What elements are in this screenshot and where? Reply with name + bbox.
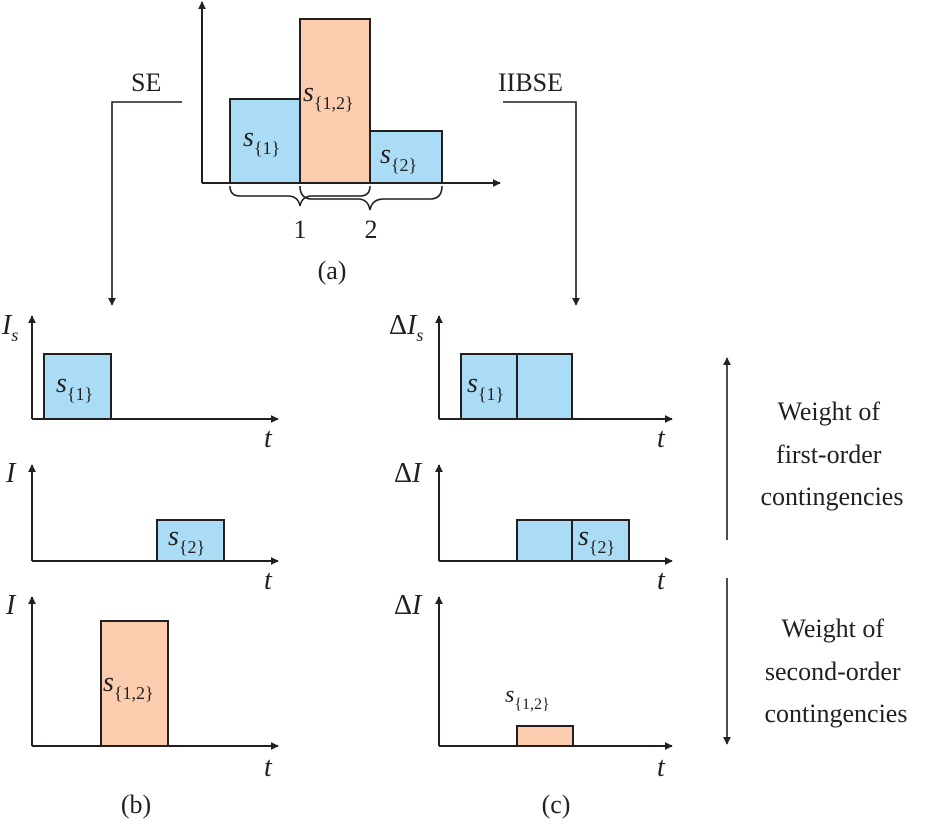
bar-c1-extension bbox=[516, 353, 573, 420]
brace-1 bbox=[229, 185, 371, 207]
first-order-weight-label: Weight of first-order contingencies bbox=[761, 397, 904, 511]
panel-a: s{1} s{1,2} s{2} 1 2 (a) bbox=[198, 1, 501, 285]
plot-c1-xlabel: t bbox=[657, 423, 666, 454]
plot-b2-xlabel: t bbox=[264, 565, 273, 596]
plot-b2-ylabel: I bbox=[5, 458, 17, 489]
bar-s12-label: s{1,2} bbox=[303, 77, 354, 113]
panel-b: Is t s{1} I t s{2} I t s{1,2} (b) bbox=[1, 310, 279, 819]
plot-c1-ylabel: ΔIs bbox=[389, 310, 423, 345]
brace-2-label: 2 bbox=[365, 215, 378, 244]
plot-c3: ΔI t s{1,2} bbox=[394, 590, 673, 783]
plot-c2-ylabel: ΔI bbox=[394, 458, 423, 489]
plot-c3-xlabel: t bbox=[657, 752, 666, 783]
plot-b3-ylabel: I bbox=[5, 590, 17, 621]
bar-c2-label: s{2} bbox=[578, 521, 615, 557]
bar-s12 bbox=[299, 18, 371, 184]
bar-b1-label: s{1} bbox=[56, 368, 93, 404]
second-order-weight-label: Weight of second-order contingencies bbox=[765, 614, 908, 728]
bar-c2-s2 bbox=[571, 519, 630, 562]
bar-c1-label: s{1} bbox=[467, 368, 504, 404]
bar-c3-label: s{1,2} bbox=[505, 682, 550, 713]
panel-b-caption: (b) bbox=[121, 790, 151, 819]
panel-c-caption: (c) bbox=[542, 790, 571, 819]
bar-b3-label: s{1,2} bbox=[103, 667, 154, 703]
bar-c1-s1 bbox=[460, 353, 518, 420]
brace-1-label: 1 bbox=[294, 215, 307, 244]
se-label: SE bbox=[131, 68, 161, 97]
bar-c3-s12 bbox=[516, 725, 574, 747]
plot-b1: Is t s{1} bbox=[1, 310, 279, 454]
plot-b3: I t s{1,2} bbox=[5, 590, 279, 783]
bar-s1 bbox=[229, 98, 301, 184]
panel-a-caption: (a) bbox=[318, 256, 347, 285]
plot-c1: ΔIs t s{1} bbox=[389, 310, 673, 454]
method-arrows: SE IIBSE bbox=[108, 68, 580, 306]
se-arrow bbox=[108, 101, 182, 306]
weight-indicators: Weight of first-order contingencies Weig… bbox=[723, 357, 908, 745]
panel-c: ΔIs t s{1} ΔI t s{2} ΔI t s{1,2} (c) bbox=[389, 310, 673, 819]
bar-b1-s1 bbox=[43, 353, 112, 420]
bar-b2-s2 bbox=[156, 519, 225, 562]
plot-c3-ylabel: ΔI bbox=[394, 590, 423, 621]
plot-c2: ΔI t s{2} bbox=[394, 458, 673, 596]
iibse-arrow bbox=[503, 101, 580, 306]
plot-b3-xlabel: t bbox=[264, 752, 273, 783]
brace-2 bbox=[299, 185, 443, 211]
plot-b2: I t s{2} bbox=[5, 458, 279, 596]
bar-b2-label: s{2} bbox=[168, 521, 205, 557]
plot-b1-ylabel: Is bbox=[1, 310, 18, 345]
iibse-label: IIBSE bbox=[498, 68, 563, 97]
plot-b1-xlabel: t bbox=[264, 423, 273, 454]
bar-s2-label: s{2} bbox=[380, 139, 417, 175]
bar-c2-extension bbox=[516, 519, 573, 562]
plot-c2-xlabel: t bbox=[657, 565, 666, 596]
bar-b3-s12 bbox=[100, 620, 169, 747]
bar-s1-label: s{1} bbox=[243, 122, 280, 158]
